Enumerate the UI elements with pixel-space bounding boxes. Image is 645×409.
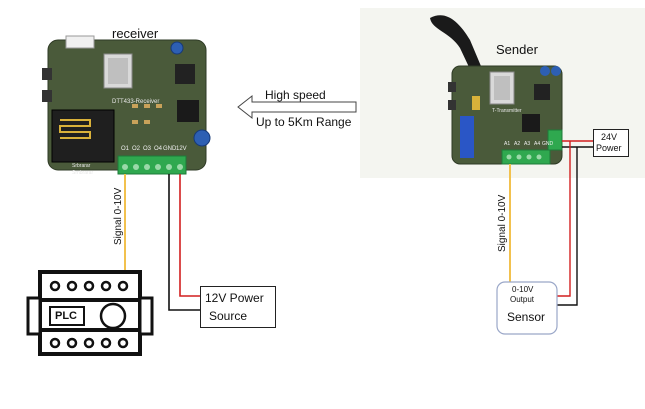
power-24v-line-2: Power bbox=[596, 143, 622, 153]
receiver-side-text-2: Srnbrarar bbox=[72, 170, 94, 176]
power-source-line-1: 12V Power bbox=[205, 291, 264, 305]
antenna-icon bbox=[430, 15, 486, 82]
sender-terminal-label: A4 bbox=[534, 141, 541, 147]
receiver-terminal-label: O2 bbox=[132, 146, 141, 152]
receiver-terminal-label: 12V bbox=[176, 146, 187, 152]
receiver-terminal-label: GND bbox=[163, 146, 177, 152]
receiver-signal-label: Signal 0-10V bbox=[113, 187, 124, 245]
receiver-12v-wire bbox=[179, 174, 200, 297]
receiver-side-text-1: Srbrarar bbox=[72, 163, 91, 169]
power-source-line-2: Source bbox=[209, 309, 248, 323]
sender-terminal-label: GND bbox=[542, 141, 554, 147]
plc-module bbox=[26, 270, 154, 356]
receiver-terminal-label: O1 bbox=[121, 146, 130, 152]
sender-board bbox=[430, 15, 563, 165]
receiver-board-label: DTT433-Receiver bbox=[112, 99, 160, 105]
receiver-terminal-label: O3 bbox=[143, 146, 152, 152]
power-24v-line-1: 24V bbox=[601, 132, 618, 142]
sensor-positive-wire bbox=[556, 141, 571, 297]
link-arrow bbox=[237, 94, 357, 120]
receiver-board bbox=[42, 35, 211, 175]
sensor-line-1: 0-10V bbox=[512, 285, 534, 294]
sensor-name: Sensor bbox=[507, 310, 546, 324]
sensor-negative-wire bbox=[556, 147, 578, 306]
sender-title: Sender bbox=[496, 42, 538, 57]
receiver-title: receiver bbox=[112, 26, 159, 41]
link-line-2: Up to 5Km Range bbox=[256, 115, 352, 129]
receiver-terminal-label: O4 bbox=[154, 146, 163, 152]
plc-terminals-bottom bbox=[49, 337, 129, 349]
sender-terminal-label: A2 bbox=[514, 141, 521, 147]
power-24v-box: 24V Power bbox=[593, 129, 629, 157]
plc-terminals-top bbox=[49, 280, 129, 292]
link-line-1: High speed bbox=[265, 88, 326, 102]
plc-label: PLC bbox=[55, 310, 77, 322]
receiver-gnd-wire bbox=[168, 174, 200, 311]
sender-terminal-label: A1 bbox=[504, 141, 511, 147]
sensor-line-2: Output bbox=[510, 295, 535, 304]
sensor-box bbox=[496, 281, 558, 335]
sender-signal-label: Signal 0-10V bbox=[497, 194, 508, 252]
sender-terminal-label: A3 bbox=[524, 141, 531, 147]
sender-board-label: T-Transmitter bbox=[492, 108, 522, 114]
power-source-box: 12V Power Source bbox=[200, 286, 276, 328]
